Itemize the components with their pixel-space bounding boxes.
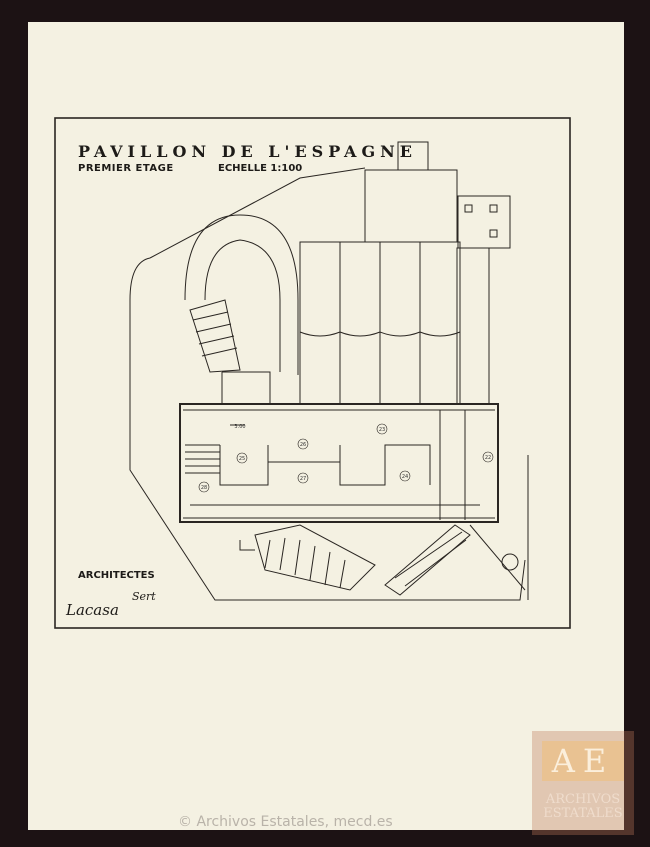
paper-sheet — [28, 22, 624, 830]
chimney — [397, 141, 429, 171]
site-outline — [129, 167, 526, 601]
archive-watermark-logo: AE ARCHIVOS ESTATALES — [532, 731, 634, 835]
exhibition-floor — [179, 403, 499, 523]
watermark-text: ARCHIVOS ESTATALES — [543, 792, 623, 821]
signature-sert: Sert — [132, 590, 156, 603]
room-number: 26 — [300, 442, 306, 448]
stair-upper — [189, 299, 241, 373]
room-number: 23 — [379, 427, 385, 433]
signature-lacasa: Lacasa — [66, 601, 119, 619]
stair-tower — [457, 195, 511, 249]
room-number: 25 — [239, 456, 245, 462]
drawing-title: PAVILLON DE L'ESPAGNE — [78, 142, 417, 161]
room-number: 27 — [300, 476, 306, 482]
dimension-label: 3.00 — [234, 424, 245, 430]
watermark-ae: AE — [542, 741, 624, 781]
room-number: 24 — [402, 474, 408, 480]
scale-label: ECHELLE 1:100 — [218, 163, 303, 174]
floor-label: PREMIER ETAGE — [78, 163, 174, 174]
architects-label: ARCHITECTES — [78, 570, 155, 581]
copyright-notice: © Archivos Estatales, mecd.es — [178, 814, 393, 830]
ramp-curve — [184, 214, 299, 375]
room-number: 28 — [201, 485, 207, 491]
drawing-frame — [54, 117, 571, 629]
tower-block — [364, 169, 458, 243]
room-number: 22 — [485, 455, 491, 461]
room-number-markers — [198, 423, 494, 493]
stair-right — [384, 524, 471, 596]
stair-lower — [254, 524, 376, 591]
